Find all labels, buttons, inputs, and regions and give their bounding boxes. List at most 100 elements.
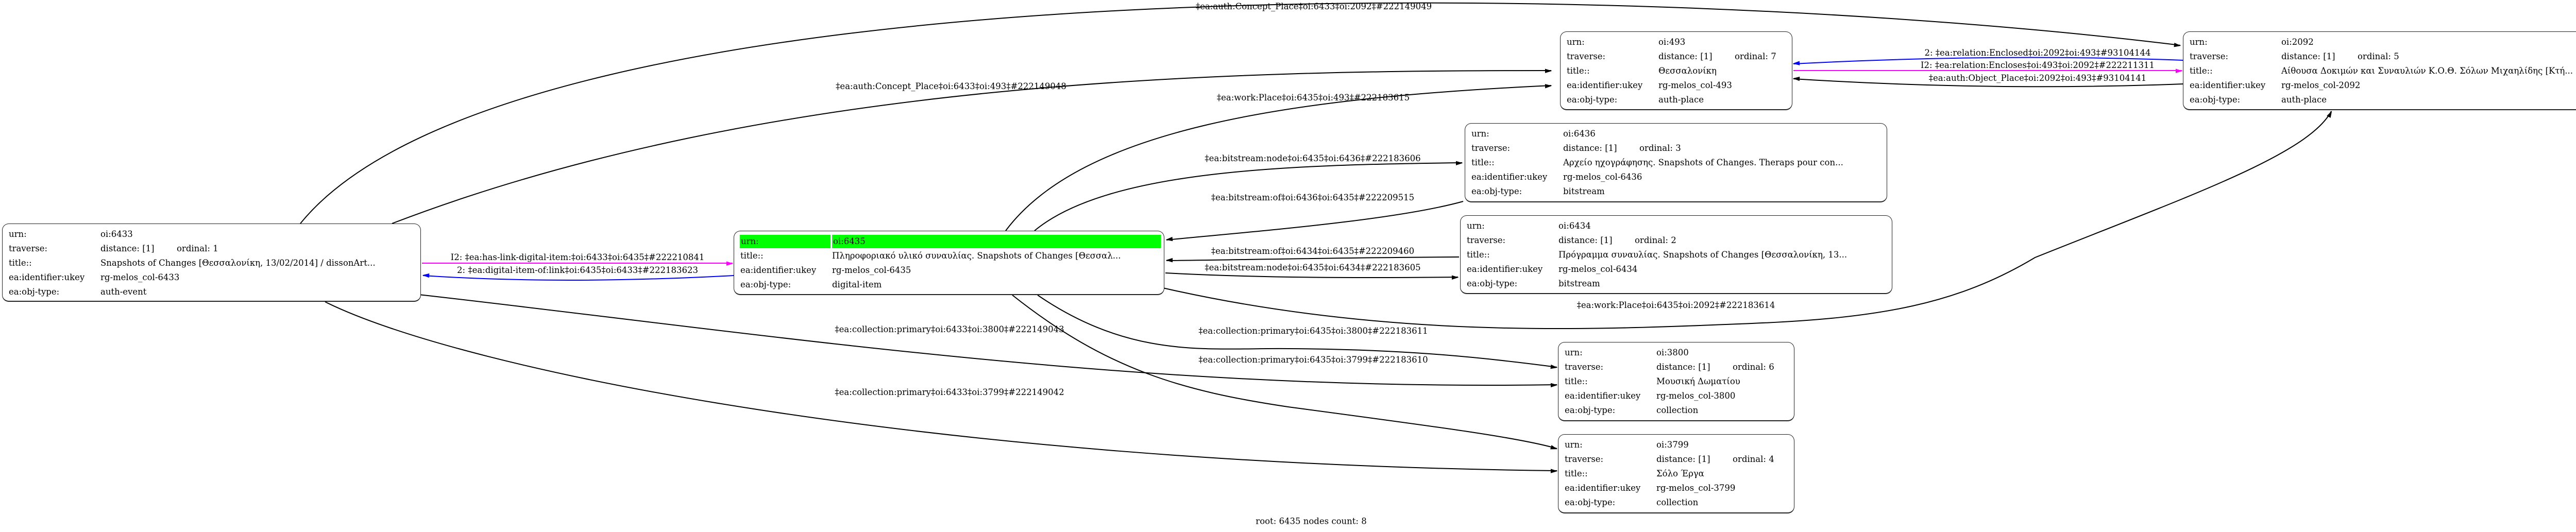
row-label: traverse: xyxy=(1567,52,1606,61)
node-row: urn:oi:493 xyxy=(1561,35,1792,49)
edge-label: ‡ea:work:Place‡oi:6435‡oi:2092‡#22218361… xyxy=(1577,300,1775,310)
row-value: distance: [1] xyxy=(1656,362,1710,372)
row-label: ea:obj-type: xyxy=(1565,405,1616,415)
row-value: rg-melos_col-6433 xyxy=(100,272,180,282)
row-value: rg-melos_col-2092 xyxy=(2281,80,2361,90)
node-row: ea:obj-type:collection xyxy=(1558,495,1794,510)
edge-6433-to-3800 xyxy=(418,294,1558,388)
node-row: urn:oi:3799 xyxy=(1558,438,1794,452)
row-ordinal: ordinal: 4 xyxy=(1733,454,1774,464)
row-value: rg-melos_col-6435 xyxy=(832,265,911,275)
node-row: urn: oi:2092 xyxy=(2183,35,2576,49)
edge-2092-to-493 xyxy=(1792,57,2183,65)
row-value: oi:6434 xyxy=(1558,221,1591,231)
edge-6435-to-3800 xyxy=(1037,295,1558,369)
row-value: Αίθουσα Δοκιμών και Συναυλιών Κ.Ο.Θ. Σόλ… xyxy=(2281,66,2573,76)
node-row: ea:obj-type: auth-place xyxy=(2183,93,2576,107)
node-row: traverse: distance: [1] ordinal: 6 xyxy=(1558,360,1794,374)
row-value: distance: [1] xyxy=(1558,235,1613,245)
row-value: bitstream xyxy=(1563,186,1605,196)
node-row: urn: oi:6436 xyxy=(1465,127,1887,141)
edge-label: ‡ea:auth:Concept_Place‡oi:6433‡oi:2092‡#… xyxy=(1195,2,1432,11)
row-label: title:: xyxy=(1471,158,1495,167)
node-row: title::Θεσσαλονίκη xyxy=(1561,64,1792,78)
row-label: ea:obj-type: xyxy=(1471,186,1522,196)
row-value: rg-melos_col-6436 xyxy=(1563,172,1642,182)
row-value: auth-place xyxy=(2281,95,2327,105)
node-row: ea:obj-type:digital-item xyxy=(734,278,1164,292)
graph-footer: root: 6435 nodes count: 8 xyxy=(1256,516,1367,526)
row-ordinal: ordinal: 3 xyxy=(1639,143,1681,153)
row-label: ea:identifier:ukey xyxy=(2190,80,2266,90)
row-label: urn: xyxy=(1565,348,1583,357)
node-row: ea:obj-type:bitstream xyxy=(1461,277,1892,291)
edge-label: ‡ea:bitstream:node‡oi:6435‡oi:6434‡#2221… xyxy=(1205,263,1421,272)
edge-label: ‡ea:collection:primary‡oi:6435‡oi:3800‡#… xyxy=(1198,326,1428,336)
edge-6434-to-6435 xyxy=(1165,256,1460,263)
row-label: ea:obj-type: xyxy=(1467,279,1518,288)
row-value: Σόλο Έργα xyxy=(1656,469,1704,478)
row-value: oi:3799 xyxy=(1656,440,1689,450)
row-label: title:: xyxy=(2190,66,2213,76)
row-value: oi:6435 xyxy=(832,235,1161,248)
edge-6435-to-6434 xyxy=(1165,272,1459,280)
row-value: distance: [1] xyxy=(1563,143,1617,153)
row-label: urn: xyxy=(1471,129,1489,139)
edge-label: ‡ea:collection:primary‡oi:6433‡oi:3799‡#… xyxy=(835,387,1064,397)
row-label: ea:identifier:ukey xyxy=(1567,80,1643,90)
row-label: traverse: xyxy=(1467,235,1506,245)
row-label: urn: xyxy=(1567,37,1585,47)
edge-6435-to-2092 xyxy=(1162,111,2332,330)
row-label: ea:identifier:ukey xyxy=(1467,264,1543,274)
row-label: ea:identifier:ukey xyxy=(1471,172,1548,182)
row-label: ea:identifier:ukey xyxy=(1565,391,1641,401)
row-label: title:: xyxy=(9,258,32,268)
edge-6435-to-6436 xyxy=(1034,161,1463,231)
row-label: title:: xyxy=(1567,66,1590,76)
row-label: urn: xyxy=(1467,221,1485,231)
row-label: ea:obj-type: xyxy=(1565,497,1616,507)
row-label: ea:obj-type: xyxy=(2190,95,2241,105)
edge-label: ‡ea:bitstream:node‡oi:6435‡oi:6436‡#2221… xyxy=(1205,153,1421,163)
row-value: distance: [1] xyxy=(1658,52,1713,61)
node-row: title::Μουσική Δωματίου xyxy=(1558,374,1794,389)
edge-6433-to-2092 xyxy=(300,2,2181,224)
row-label: traverse: xyxy=(1565,362,1604,372)
node-row: ea:identifier:ukey rg-melos_col-2092 xyxy=(2183,78,2576,93)
edge-label: ‡ea:bitstream:of‡oi:6436‡oi:6435‡#222209… xyxy=(1211,193,1415,202)
row-ordinal: ordinal: 6 xyxy=(1733,362,1774,372)
edge-label: ‡ea:auth:Object_Place‡oi:2092‡oi:493‡#93… xyxy=(1928,73,2147,83)
row-label: ea:identifier:ukey xyxy=(9,272,85,282)
row-value: oi:2092 xyxy=(2281,37,2314,47)
edge-6433-to-493 xyxy=(392,68,1552,224)
edge-6435-to-3799 xyxy=(1012,295,1558,450)
node-row: urn:oi:6435 xyxy=(734,234,1164,249)
row-value: Snapshots of Changes [Θεσσαλονίκη, 13/02… xyxy=(100,258,376,268)
node-row: ea:obj-type:auth-event xyxy=(3,285,420,299)
node-row: traverse:distance: [1]ordinal: 2 xyxy=(1461,233,1892,248)
row-value: rg-melos_col-493 xyxy=(1658,80,1732,90)
node-row: ea:identifier:ukey rg-melos_col-6433 xyxy=(3,270,420,285)
row-label: title:: xyxy=(1565,376,1588,386)
node-row: title::Πρόγραμμα συναυλίας. Snapshots of… xyxy=(1461,248,1892,262)
row-value: Πληροφοριακό υλικό συναυλίας. Snapshots … xyxy=(832,251,1121,261)
row-value: Πρόγραμμα συναυλίας. Snapshots of Change… xyxy=(1558,250,1848,260)
row-value: distance: [1] xyxy=(1656,454,1710,464)
row-value: oi:6436 xyxy=(1563,129,1596,139)
node-row: ea:obj-type:auth-place xyxy=(1561,93,1792,107)
row-label: urn: xyxy=(2190,37,2208,47)
row-ordinal: ordinal: 5 xyxy=(2358,52,2399,61)
row-value: collection xyxy=(1656,405,1699,415)
row-value: auth-place xyxy=(1658,95,1704,105)
row-label: ea:obj-type: xyxy=(9,287,60,297)
